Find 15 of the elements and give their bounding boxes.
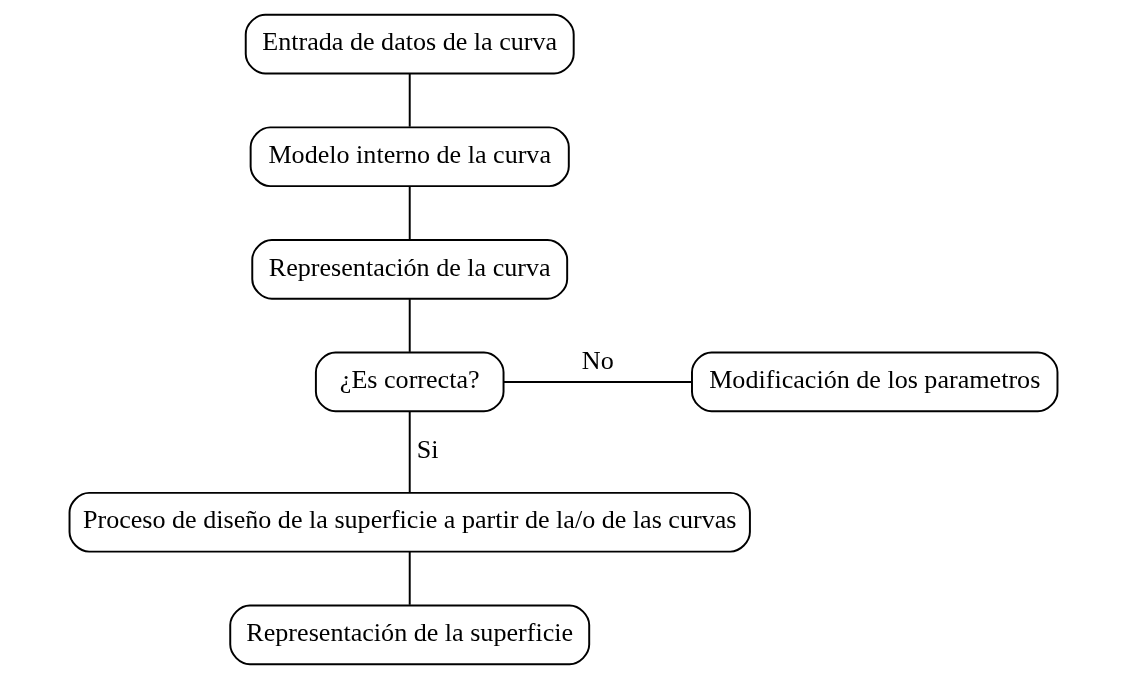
node-box: Representación de la superficie bbox=[229, 604, 591, 666]
connector bbox=[408, 551, 411, 606]
connector bbox=[408, 298, 411, 353]
connector bbox=[408, 410, 411, 494]
connector bbox=[408, 185, 411, 241]
edge-label: Si bbox=[416, 435, 439, 465]
node-box: ¿Es correcta? bbox=[314, 351, 505, 413]
connector bbox=[502, 380, 693, 383]
node-box: Proceso de diseño de la superficie a partir de la/o de las curvas bbox=[68, 491, 751, 553]
node-box: Modelo interno de la curva bbox=[249, 126, 570, 188]
node-box: Representación de la curva bbox=[251, 239, 569, 300]
node-box: Modificación de los parametros bbox=[691, 351, 1059, 413]
connector bbox=[408, 72, 411, 128]
edge-label: No bbox=[581, 345, 614, 375]
node-box: Entrada de datos de la curva bbox=[244, 13, 575, 75]
